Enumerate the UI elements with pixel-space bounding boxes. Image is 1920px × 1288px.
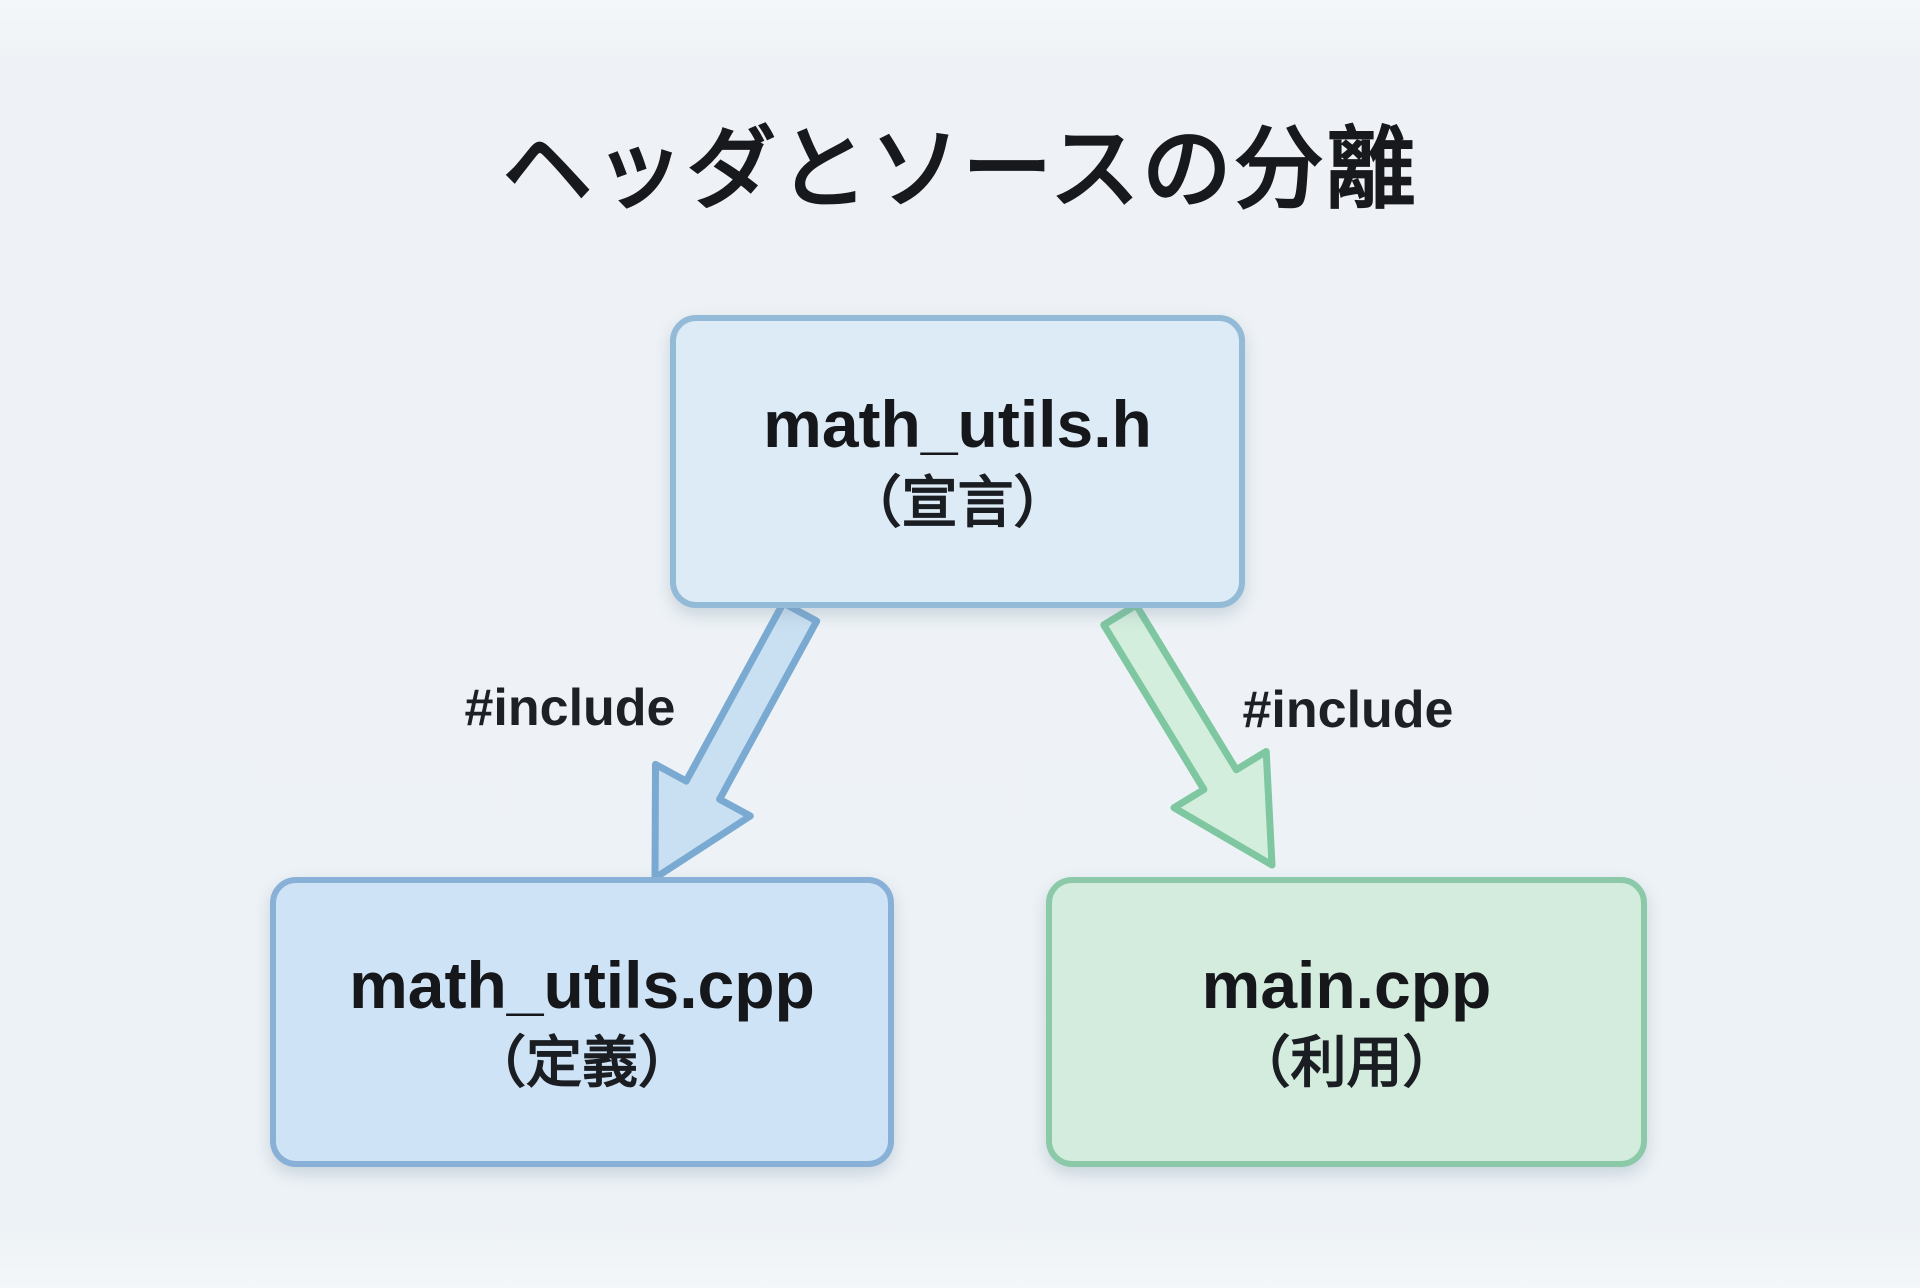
node-source-file: math_utils.cpp （定義）: [270, 877, 894, 1167]
node-main-file: main.cpp （利用）: [1046, 877, 1647, 1167]
node-header-file-annotation: （宣言）: [845, 470, 1070, 534]
node-main-file-annotation: （利用）: [1234, 1031, 1459, 1095]
node-source-file-annotation: （定義）: [470, 1031, 694, 1095]
node-header-file: math_utils.h （宣言）: [670, 315, 1245, 608]
node-main-file-name: main.cpp: [1201, 947, 1492, 1022]
include-label-left: #include: [464, 679, 676, 737]
diagram-title: ヘッダとソースの分離: [502, 120, 1418, 220]
include-arrow-header-to-source-icon: [651, 599, 821, 882]
node-source-file-name: math_utils.cpp: [349, 947, 815, 1022]
include-label-right: #include: [1242, 681, 1454, 739]
node-header-file-name: math_utils.h: [763, 387, 1152, 462]
